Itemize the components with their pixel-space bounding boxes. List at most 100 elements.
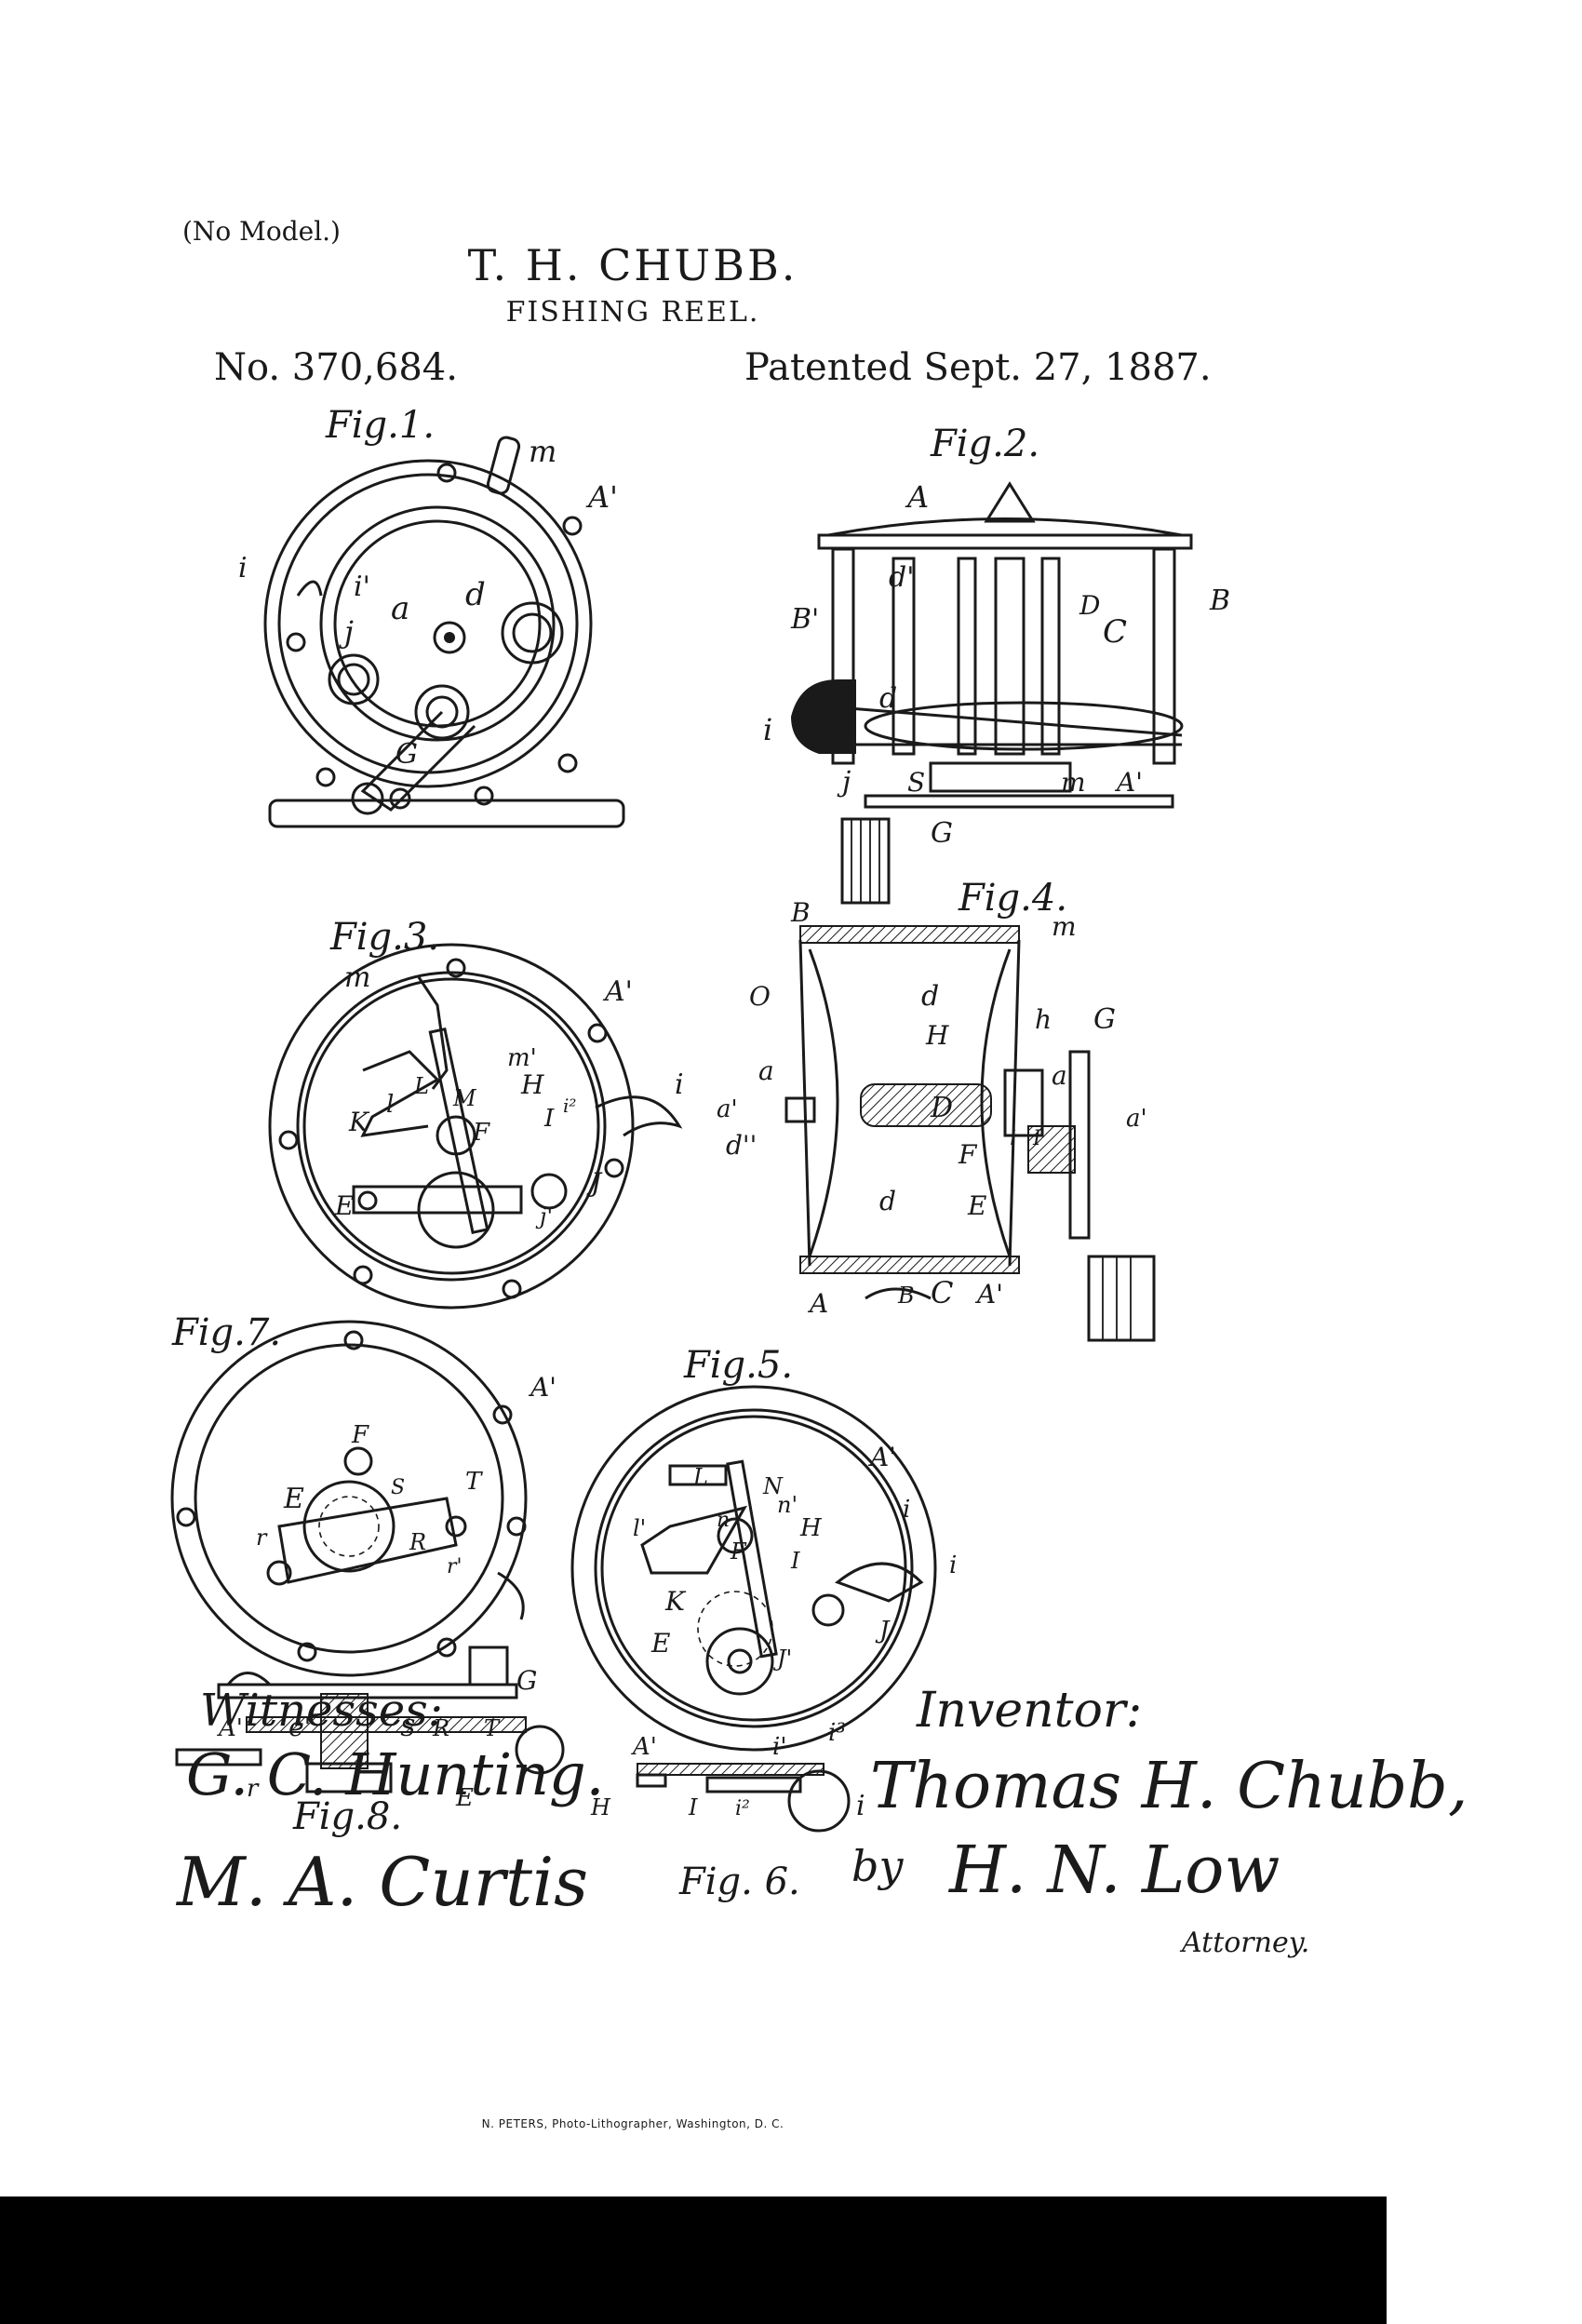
svg-text:Fig.3.: Fig.3.	[329, 916, 439, 959]
svg-text:m: m	[529, 434, 556, 469]
svg-text:J: J	[875, 1617, 891, 1645]
svg-text:m': m'	[507, 1044, 537, 1072]
svg-text:C: C	[1103, 613, 1127, 651]
svg-text:Fig.2.: Fig.2.	[930, 423, 1039, 465]
figure-6-drawing: A' i' i³ H I i² i Fig. 6.	[590, 1719, 865, 1903]
svg-text:i²: i²	[735, 1797, 750, 1820]
svg-text:K: K	[664, 1586, 687, 1617]
svg-text:B: B	[897, 1283, 915, 1309]
svg-text:C: C	[931, 1275, 953, 1310]
svg-text:A: A	[905, 479, 929, 515]
svg-text:N: N	[762, 1473, 784, 1499]
svg-text:r': r'	[447, 1555, 463, 1578]
svg-text:i: i	[903, 1496, 910, 1524]
svg-text:R: R	[409, 1529, 426, 1555]
svg-text:F: F	[351, 1421, 369, 1449]
svg-text:I: I	[790, 1548, 800, 1574]
svg-text:d': d'	[889, 561, 914, 594]
svg-text:G: G	[516, 1665, 537, 1696]
svg-text:E: E	[967, 1190, 986, 1221]
svg-text:i²: i²	[563, 1095, 576, 1117]
svg-text:i: i	[238, 552, 248, 584]
svg-text:B: B	[1209, 584, 1230, 617]
svg-text:E: E	[650, 1628, 670, 1659]
svg-text:A': A'	[631, 1733, 657, 1761]
svg-text:A': A'	[1114, 767, 1143, 798]
svg-text:d: d	[921, 980, 939, 1013]
no-model-note: (No Model.)	[182, 216, 341, 247]
svg-text:G: G	[396, 738, 418, 771]
svg-text:l': l'	[633, 1515, 646, 1541]
svg-text:E: E	[283, 1483, 304, 1515]
figure-8-drawing: G A' e' S R T r E Fig.8.	[175, 1646, 565, 1838]
svg-text:Fig.4.: Fig.4.	[958, 877, 1067, 920]
svg-text:L: L	[692, 1464, 708, 1490]
svg-text:F: F	[472, 1119, 490, 1147]
svg-text:S: S	[400, 1715, 415, 1741]
svg-text:d: d	[879, 682, 897, 715]
svg-text:K: K	[348, 1107, 370, 1137]
figure-7-drawing: Fig.7. A' F E S T r R r'	[170, 1311, 556, 1677]
inventor-name: T. H. CHUBB.	[467, 240, 798, 290]
svg-text:G: G	[1093, 1003, 1116, 1036]
svg-text:Fig.5.: Fig.5.	[683, 1344, 793, 1387]
svg-text:H: H	[590, 1794, 611, 1820]
svg-text:d: d	[879, 1186, 896, 1216]
svg-text:S: S	[907, 767, 925, 798]
svg-text:H: H	[520, 1069, 544, 1100]
svg-text:m: m	[1052, 911, 1077, 942]
svg-text:i': i'	[354, 571, 370, 603]
svg-text:A': A'	[974, 1279, 1003, 1310]
svg-text:E: E	[455, 1784, 474, 1812]
svg-text:T: T	[484, 1715, 501, 1741]
svg-text:M: M	[452, 1085, 477, 1111]
svg-text:j: j	[837, 766, 851, 799]
svg-text:j': j'	[535, 1203, 553, 1229]
svg-text:A': A'	[528, 1372, 556, 1403]
svg-text:I: I	[688, 1794, 698, 1820]
svg-text:A: A	[807, 1288, 828, 1319]
svg-text:I: I	[1032, 1127, 1042, 1150]
figure-4-drawing: Fig.4. B m O d h G H a a a' D a' d'' F i…	[717, 877, 1156, 1342]
inventor-signature: Thomas H. Chubb,	[870, 1750, 1468, 1823]
svg-text:j: j	[339, 614, 354, 650]
svg-text:i': i'	[772, 1733, 786, 1761]
svg-text:Fig. 6.: Fig. 6.	[678, 1861, 800, 1903]
svg-text:Fig.8.: Fig.8.	[292, 1795, 402, 1838]
svg-text:B: B	[790, 897, 811, 928]
svg-text:I: I	[543, 1105, 555, 1133]
svg-text:a: a	[1052, 1060, 1067, 1091]
patent-date: Patented Sept. 27, 1887.	[744, 346, 1212, 389]
svg-text:A': A'	[217, 1714, 243, 1742]
svg-text:a: a	[758, 1055, 774, 1086]
svg-text:Fig.1.: Fig.1.	[325, 404, 435, 447]
invention-title: FISHING REEL.	[505, 296, 760, 329]
svg-text:L: L	[413, 1073, 429, 1099]
svg-text:a: a	[391, 590, 409, 627]
svg-text:n: n	[717, 1509, 730, 1532]
svg-text:a': a'	[1126, 1105, 1147, 1133]
svg-text:S: S	[391, 1476, 405, 1499]
svg-text:J': J'	[772, 1646, 792, 1672]
svg-text:h: h	[1035, 1004, 1052, 1035]
svg-text:B': B'	[790, 603, 819, 636]
svg-text:Fig.7.: Fig.7.	[171, 1311, 281, 1354]
svg-text:A': A'	[602, 975, 633, 1008]
svg-text:D: D	[1079, 590, 1100, 621]
patent-number: No. 370,684.	[214, 346, 458, 389]
svg-text:G: G	[931, 817, 953, 850]
scan-border-bar	[0, 2196, 1387, 2324]
svg-text:D: D	[930, 1092, 953, 1124]
svg-text:J: J	[586, 1167, 603, 1198]
svg-text:i: i	[856, 1790, 865, 1822]
svg-text:F: F	[958, 1139, 978, 1170]
svg-text:i³: i³	[828, 1719, 846, 1747]
svg-text:i: i	[763, 712, 772, 747]
figure-5-drawing: Fig.5. A' L N i l' n' n H i F I K J E J'	[570, 1344, 957, 1752]
svg-text:d'': d''	[726, 1130, 757, 1161]
svg-text:m: m	[1061, 767, 1086, 798]
svg-text:d: d	[465, 576, 486, 613]
figure-1-drawing: m A' i i' a d j G	[238, 434, 625, 828]
svg-text:m: m	[344, 961, 370, 994]
